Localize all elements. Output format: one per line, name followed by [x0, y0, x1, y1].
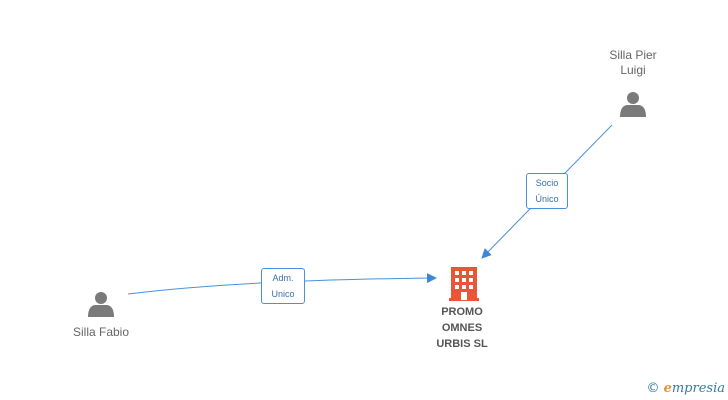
edge-label-socio-unico: Socio Único: [526, 173, 568, 209]
building-icon[interactable]: [449, 267, 479, 301]
node-label-silla-pier-luigi[interactable]: Silla Pier Luigi: [609, 48, 657, 77]
brand-initial: e: [663, 381, 672, 396]
edge-label-adm-unico: Adm. Unico: [261, 268, 305, 304]
copyright-icon: ©: [646, 381, 660, 396]
person-icon[interactable]: [620, 92, 646, 117]
node-label-silla-fabio[interactable]: Silla Fabio: [72, 325, 130, 339]
node-label-company[interactable]: PROMO OMNES URBIS SL: [436, 306, 488, 350]
brand-name: mpresia: [671, 381, 725, 396]
brand-logo[interactable]: © empresia: [646, 381, 725, 396]
person-icon[interactable]: [88, 292, 114, 317]
